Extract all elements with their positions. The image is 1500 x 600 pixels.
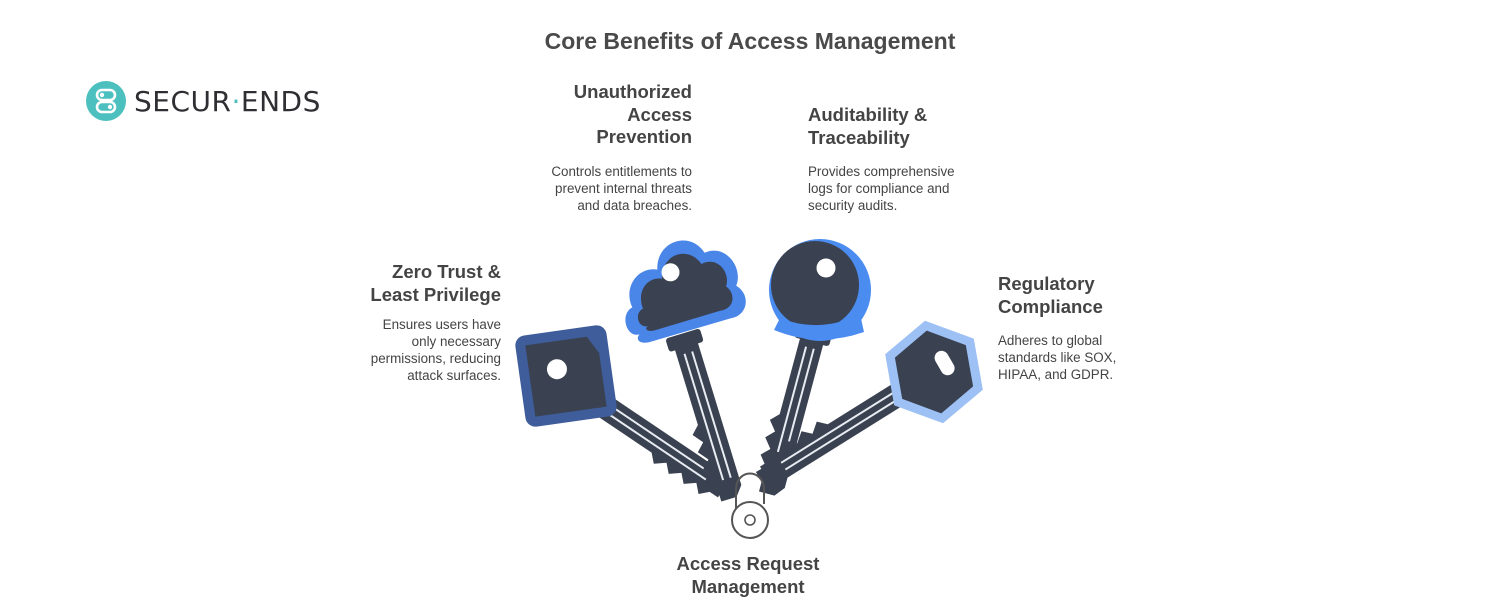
benefit-description: Ensures users have only necessary permis… <box>370 317 501 383</box>
benefit-access-request: Access Request Management <box>650 553 846 598</box>
benefit-zero-trust: Zero Trust & Least Privilege Ensures use… <box>331 261 501 384</box>
benefit-description: Provides comprehensive logs for complian… <box>808 164 955 213</box>
benefit-heading: Unauthorized Access Prevention <box>573 81 692 147</box>
cloud-key-icon <box>625 240 751 505</box>
square-key-icon <box>515 325 736 506</box>
page-title: Core Benefits of Access Management <box>544 28 956 54</box>
benefit-unauthorized-access: Unauthorized Access Prevention Controls … <box>522 81 692 214</box>
benefit-description: Adheres to global standards like SOX, HI… <box>998 333 1117 382</box>
benefit-auditability: Auditability & Traceability Provides com… <box>808 104 988 214</box>
benefit-description: Controls entitlements to prevent interna… <box>551 163 692 213</box>
benefit-heading: Access Request Management <box>676 553 820 597</box>
benefit-heading: Regulatory Compliance <box>998 273 1103 317</box>
benefit-regulatory-compliance: Regulatory Compliance Adheres to global … <box>998 273 1148 383</box>
open-padlock-icon <box>731 472 769 539</box>
securends-logo: SECUR·ENDS <box>86 81 321 121</box>
benefit-heading: Auditability & Traceability <box>808 104 928 148</box>
securends-logo-icon <box>86 81 126 121</box>
hexagon-key-icon <box>754 320 983 494</box>
logo-wordmark: SECUR·ENDS <box>134 84 321 118</box>
round-key-icon <box>750 239 871 501</box>
benefit-heading: Zero Trust & Least Privilege <box>370 261 501 305</box>
